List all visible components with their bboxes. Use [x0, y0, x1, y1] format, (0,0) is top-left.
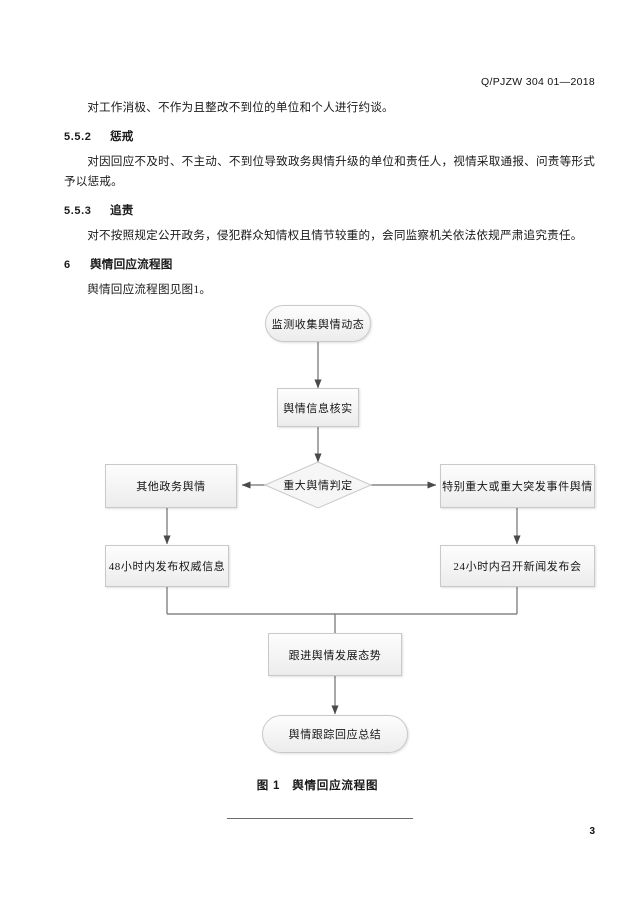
- chapter-number: 6: [64, 259, 71, 271]
- response-flowchart: 监测收集舆情动态 舆情信息核实 重大舆情判定 其他政务舆情 特别重大或重大突发事…: [0, 296, 635, 766]
- flow-node-decision[interactable]: 重大舆情判定: [264, 461, 372, 509]
- figure-caption: 图 1 舆情回应流程图: [0, 777, 635, 793]
- page-number: 3: [589, 826, 595, 837]
- chapter-title: 舆情回应流程图: [90, 258, 173, 271]
- document-body: 对工作消极、不作为且整改不到位的单位和个人进行约谈。 5.5.2 惩戒 对因回应不…: [64, 98, 595, 306]
- section-title: 追责: [110, 204, 134, 217]
- figure-caption-number: 图 1: [256, 780, 281, 792]
- flow-node-followup[interactable]: 跟进舆情发展态势: [268, 633, 402, 676]
- flow-node-verify-label: 舆情信息核实: [283, 402, 353, 415]
- document-header-code: Q/PJZW 304 01—2018: [481, 76, 595, 88]
- section-heading-5-5-3: 5.5.3 追责: [64, 201, 595, 221]
- flow-node-branch-right[interactable]: 特别重大或重大突发事件舆情: [440, 464, 595, 508]
- flow-node-end[interactable]: 舆情跟踪回应总结: [262, 715, 408, 753]
- intro-paragraph: 对工作消极、不作为且整改不到位的单位和个人进行约谈。: [87, 101, 394, 114]
- flow-node-decision-label: 重大舆情判定: [283, 480, 353, 492]
- flow-node-action-right[interactable]: 24小时内召开新闻发布会: [440, 545, 595, 587]
- section-paragraph-5-5-3: 对不按照规定公开政务，侵犯群众知情权且情节较重的，会同监察机关依法依规严肃追究责…: [87, 229, 583, 242]
- section-paragraph-5-5-2: 对因回应不及时、不主动、不到位导致政务舆情升级的单位和责任人，视情采取通报、问责…: [64, 155, 595, 188]
- section-number: 5.5.3: [64, 205, 92, 217]
- flow-node-branch-left[interactable]: 其他政务舆情: [105, 464, 237, 508]
- figure-caption-title: 舆情回应流程图: [292, 780, 379, 792]
- flow-node-start[interactable]: 监测收集舆情动态: [265, 305, 371, 342]
- flowchart-connectors: [163, 342, 521, 715]
- section-heading-5-5-2: 5.5.2 惩戒: [64, 127, 595, 147]
- flow-node-verify[interactable]: 舆情信息核实: [277, 388, 359, 427]
- diamond-shape-icon: [264, 461, 372, 509]
- flow-node-followup-label: 跟进舆情发展态势: [288, 649, 382, 662]
- flow-node-end-label: 舆情跟踪回应总结: [288, 729, 382, 741]
- flow-node-branch-left-label: 其他政务舆情: [136, 481, 206, 493]
- section-number: 5.5.2: [64, 131, 92, 143]
- flow-node-action-left-label: 48小时内发布权威信息: [108, 561, 226, 573]
- chapter-paragraph-6: 舆情回应流程图见图1。: [87, 283, 212, 296]
- flow-node-branch-right-label: 特别重大或重大突发事件舆情: [442, 481, 593, 493]
- footer-rule: [227, 818, 413, 819]
- section-title: 惩戒: [110, 130, 134, 143]
- flow-node-action-right-label: 24小时内召开新闻发布会: [453, 561, 582, 573]
- chapter-heading-6: 6 舆情回应流程图: [64, 255, 595, 275]
- flow-node-start-label: 监测收集舆情动态: [271, 318, 365, 331]
- flow-node-action-left[interactable]: 48小时内发布权威信息: [105, 545, 229, 587]
